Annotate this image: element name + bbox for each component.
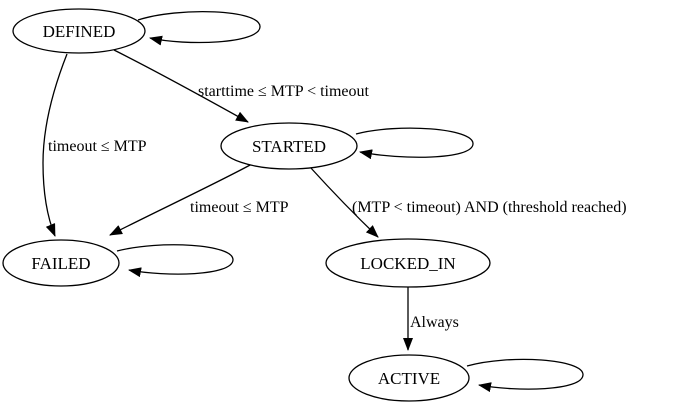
state-node-started: STARTED bbox=[220, 122, 358, 170]
edge-label-started-to-failed: timeout ≤ MTP bbox=[190, 199, 289, 216]
state-label-defined: DEFINED bbox=[43, 22, 116, 41]
edge-label-defined-to-failed: timeout ≤ MTP bbox=[48, 138, 147, 155]
edge-defined-to-started bbox=[113, 49, 249, 123]
state-node-failed: FAILED bbox=[2, 239, 120, 287]
edge-started-to-failed bbox=[109, 163, 253, 236]
state-ellipse-defined bbox=[12, 8, 146, 54]
edge-started-to-locked-in bbox=[309, 166, 379, 238]
state-ellipse-started bbox=[220, 122, 358, 170]
edge-label-started-to-locked-in: (MTP < timeout) AND (threshold reached) bbox=[352, 199, 627, 216]
self-loop-started bbox=[355, 127, 474, 160]
state-ellipse-locked-in bbox=[325, 238, 491, 288]
edge-defined-to-failed bbox=[42, 53, 68, 237]
self-loop-failed bbox=[116, 244, 234, 278]
state-label-failed: FAILED bbox=[31, 254, 90, 273]
state-label-active: ACTIVE bbox=[378, 369, 440, 388]
state-node-defined: DEFINED bbox=[12, 8, 146, 54]
state-ellipse-failed bbox=[2, 239, 120, 287]
self-loop-active bbox=[466, 358, 584, 393]
state-label-started: STARTED bbox=[252, 137, 326, 156]
edge-label-defined-to-started: starttime ≤ MTP < timeout bbox=[198, 83, 370, 100]
state-ellipse-active bbox=[348, 354, 470, 402]
state-node-active: ACTIVE bbox=[348, 354, 470, 402]
edge-label-locked-in-to-active: Always bbox=[410, 314, 459, 331]
self-loop-defined bbox=[137, 10, 261, 46]
state-node-locked-in: LOCKED_IN bbox=[325, 238, 491, 288]
state-label-locked-in: LOCKED_IN bbox=[360, 254, 455, 273]
